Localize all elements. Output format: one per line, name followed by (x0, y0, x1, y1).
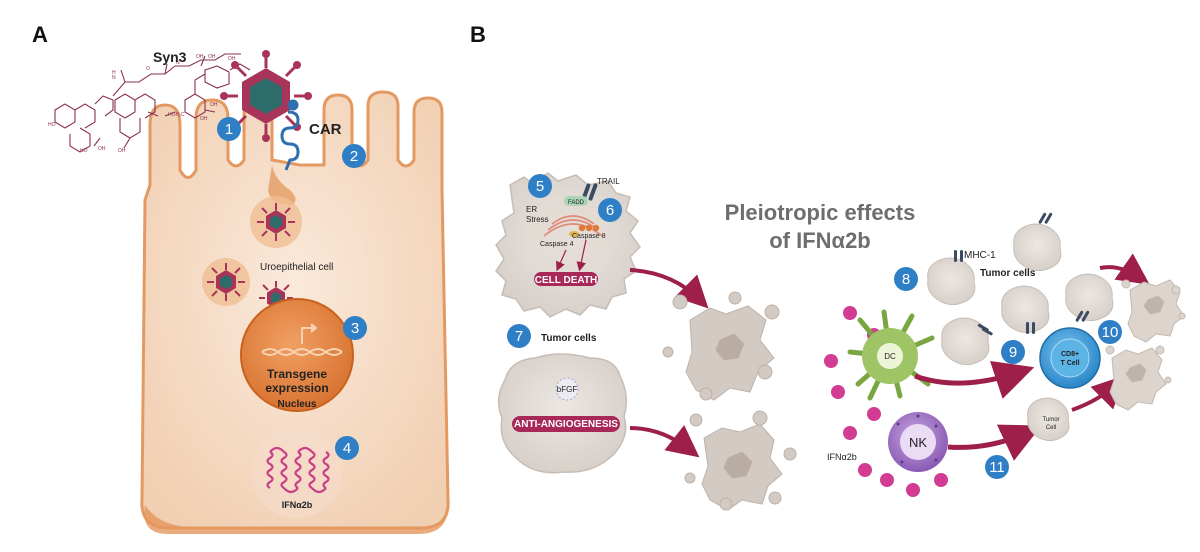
cell-death-pill (534, 272, 598, 286)
transgene-label-line1: Transgene (267, 367, 327, 381)
svg-text:HOH₂C: HOH₂C (168, 112, 185, 118)
car-label: CAR (309, 121, 342, 138)
caspase4-label: Caspase 4 (540, 241, 574, 248)
dendritic-cell (847, 309, 935, 401)
svg-text:7: 7 (515, 328, 523, 345)
dead-cell-fragments-3 (1121, 279, 1186, 343)
step-badge-2: 2 (342, 144, 366, 168)
cell-death-label: CELL DEATH (535, 275, 597, 286)
er-stress-line2: Stress (526, 215, 549, 224)
arrow-to-dead-cell-1 (629, 268, 709, 309)
tumor-cells-right-label: Tumor cells (980, 268, 1036, 279)
svg-text:OH: OH (200, 116, 208, 122)
svg-text:4: 4 (343, 440, 351, 457)
trail-label: TRAIL (597, 177, 620, 186)
step-badge-7: 7 (507, 324, 531, 348)
svg-text:N: N (112, 75, 116, 81)
promoter-flag-icon (301, 323, 318, 344)
title-line2: of IFNα2b (769, 228, 871, 253)
caspase-arrows (556, 239, 587, 272)
step-badge-6: 6 (598, 198, 622, 222)
mhc1-receptors (954, 212, 1090, 336)
step-badge-9: 9 (1001, 340, 1025, 364)
nk-cell (888, 412, 948, 472)
fadd-label: FADD (568, 200, 585, 206)
svg-text:OH: OH (208, 54, 216, 60)
svg-text:2: 2 (350, 148, 358, 165)
mhc1-label: MHC-1 (964, 250, 996, 261)
tumor-cell-label-line2: Cell (1046, 425, 1056, 431)
ifn-protein-label: IFNα2b (282, 500, 313, 510)
svg-text:11: 11 (989, 459, 1005, 476)
cd8-t-cell (1039, 327, 1101, 389)
dead-cell-fragments-2 (684, 410, 797, 511)
svg-text:O: O (146, 66, 150, 72)
svg-text:9: 9 (1009, 344, 1017, 361)
arrow-to-dead-cell-3 (1099, 253, 1150, 285)
svg-text:10: 10 (1102, 324, 1119, 341)
transgene-label-line2: expression (265, 381, 328, 395)
internalized-virus-2 (207, 263, 245, 301)
nk-label: NK (909, 435, 927, 450)
uroepithelial-cell-label: Uroepithelial cell (260, 262, 333, 273)
panel-b-letter: B (470, 22, 486, 47)
svg-text:HO: HO (48, 122, 56, 128)
car-receptor (280, 99, 300, 171)
step-badge-5: 5 (528, 174, 552, 198)
arrow-nk-to-tumor (947, 424, 1042, 461)
svg-text:OH: OH (210, 102, 218, 108)
step-badge-3: 3 (343, 316, 367, 340)
svg-text:N: N (176, 60, 180, 66)
step-badge-11: 11 (985, 455, 1009, 479)
arrow-to-dead-cell-2 (629, 425, 700, 458)
dead-cell-fragments-1 (662, 291, 780, 401)
step-badge-4: 4 (335, 436, 359, 460)
svg-text:OH: OH (98, 146, 106, 152)
anti-angiogenesis-label: ANTI-ANGIOGENESIS (514, 419, 618, 430)
syn3-molecule (54, 53, 251, 153)
step-badge-10: 10 (1098, 320, 1122, 344)
fadd-box (564, 196, 588, 206)
step-badge-1: 1 (217, 117, 241, 141)
panel-a-letter: A (32, 22, 48, 47)
caspase8-label: Caspase 8 (572, 233, 606, 240)
svg-text:OH: OH (196, 54, 204, 60)
bfgf-label: bFGF (557, 385, 578, 394)
nucleus (240, 298, 354, 412)
svg-text:3: 3 (351, 320, 359, 337)
svg-text:OH: OH (228, 56, 236, 62)
cd8-label-line2: T Cell (1060, 360, 1079, 367)
arrow-to-dead-cell-4 (1071, 375, 1125, 412)
dead-cell-fragments-4 (1105, 345, 1172, 411)
step-badge-8: 8 (894, 267, 918, 291)
cd8-label-line1: CD8+ (1061, 351, 1079, 358)
syn3-label: Syn3 (153, 49, 187, 65)
dc-label: DC (884, 352, 896, 361)
caspase-8-dots (578, 224, 600, 232)
svg-text:6: 6 (606, 202, 614, 219)
tumor-cell-label-line1: Tumor (1042, 417, 1059, 423)
tumor-cells-left-label: Tumor cells (541, 333, 597, 344)
svg-text:5: 5 (536, 178, 544, 195)
tumor-cells-cluster (927, 223, 1114, 442)
arrow-dc-to-tcell (914, 360, 1035, 399)
anti-angiogenesis-pill (512, 416, 620, 432)
svg-text:8: 8 (902, 271, 910, 288)
internalized-virus-1 (257, 203, 295, 241)
nucleus-label: Nucleus (278, 399, 317, 410)
ifn-label-b: IFNα2b (827, 452, 857, 462)
svg-text:HO: HO (80, 148, 88, 154)
title-line1: Pleiotropic effects (725, 200, 916, 225)
tumor-cell-angiogenesis (497, 353, 627, 474)
er-stress-line1: ER (526, 205, 537, 214)
svg-text:H: H (112, 70, 116, 76)
svg-text:OH: OH (118, 148, 126, 154)
bfgf-vesicle (555, 377, 579, 401)
ifn-protein-helices (251, 426, 343, 518)
caspase-4-blob (569, 231, 579, 237)
svg-text:1: 1 (225, 121, 233, 138)
